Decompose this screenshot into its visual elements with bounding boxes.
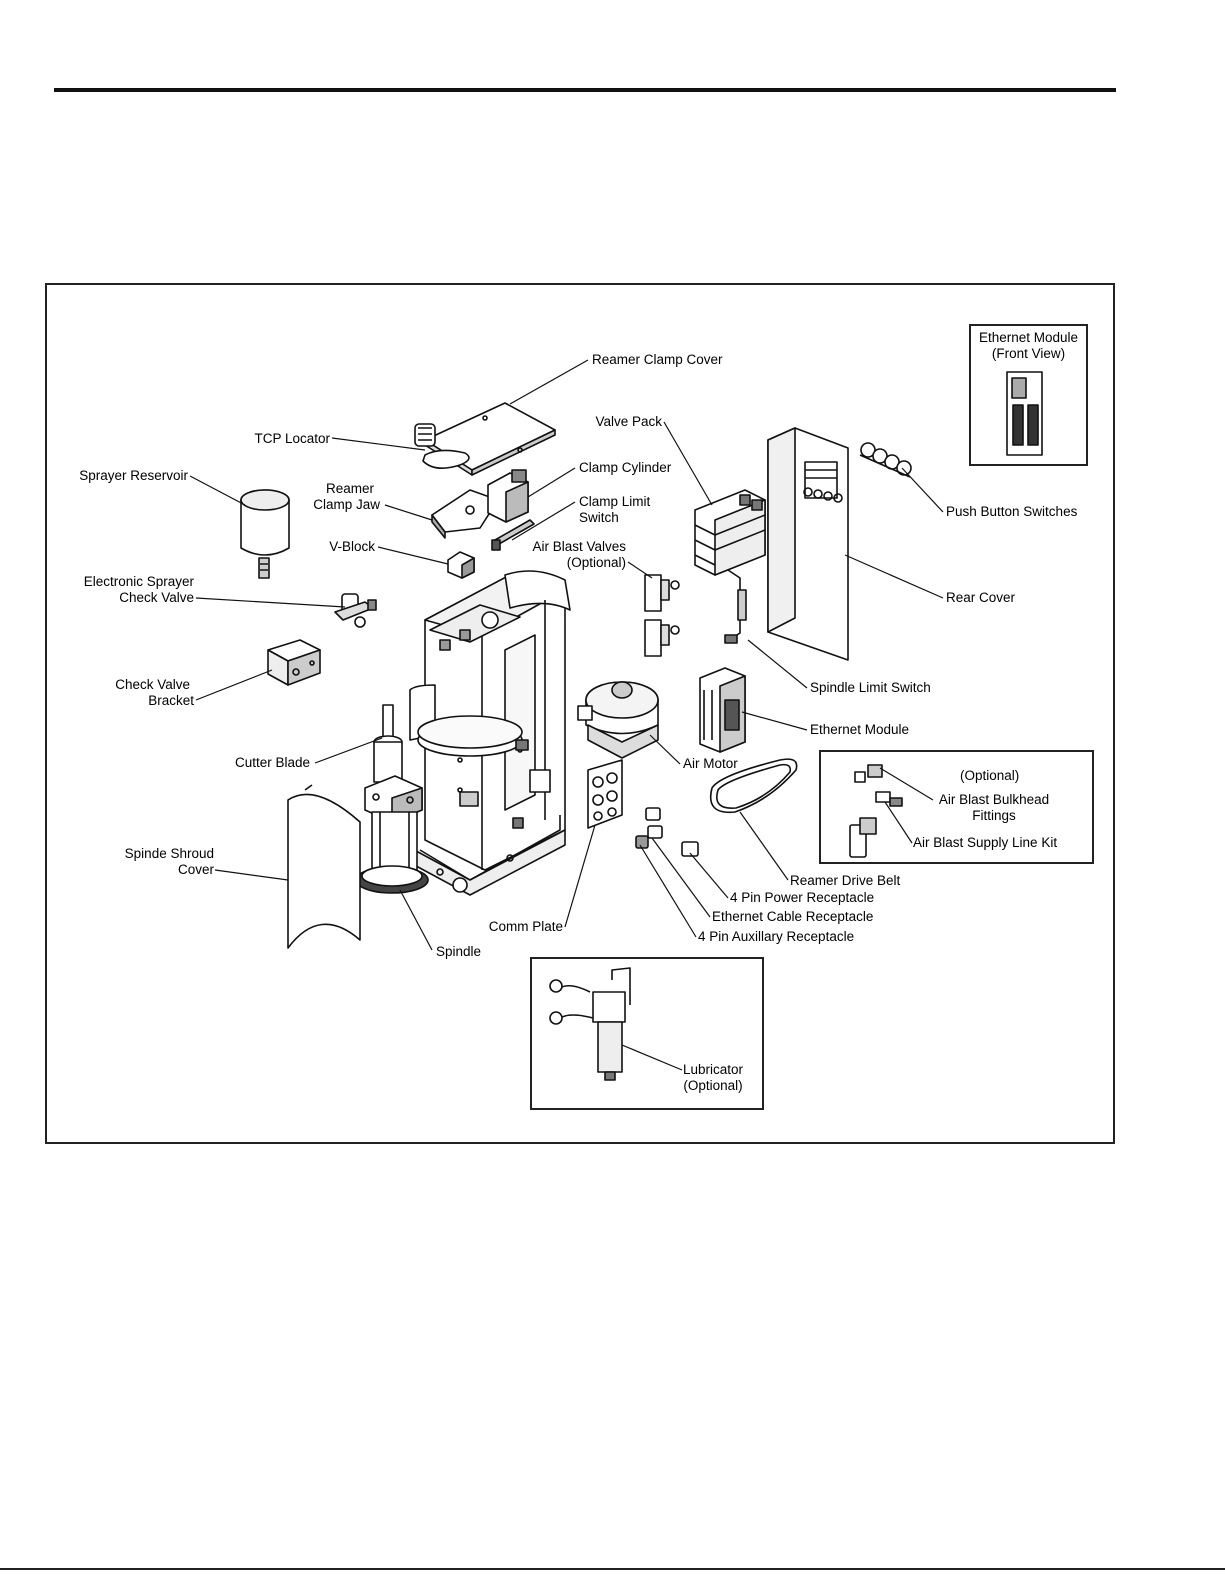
label-ethernet-cable-receptacle: Ethernet Cable Receptacle [712, 909, 874, 924]
spindle-limit-switch-part [724, 569, 747, 644]
label-v-block: V-Block [329, 539, 375, 554]
label-rear-cover: Rear Cover [946, 590, 1016, 605]
receptacles-part [635, 807, 699, 857]
lubricator-part [549, 967, 631, 1081]
label-4-pin-power-receptacle: 4 Pin Power Receptacle [730, 890, 875, 905]
clamp-cylinder-part [487, 469, 529, 523]
valve-pack-part [694, 489, 766, 576]
tcp-locator-part [414, 423, 470, 469]
sprayer-reservoir-part [240, 489, 290, 579]
ethernet-front-view-part [1006, 371, 1043, 456]
push-button-switches-part [859, 442, 912, 478]
diagram-frame [45, 283, 1115, 1144]
check-valve-bracket-part [267, 639, 321, 686]
air-blast-valves-part [644, 574, 680, 657]
ethernet-module-part [699, 667, 746, 753]
label-tcp-locator: TCP Locator [254, 431, 330, 446]
label-comm-plate: Comm Plate [488, 919, 563, 934]
label-spindle-shroud-cover: Spinde Shroud Cover [124, 846, 214, 877]
header-rule [54, 88, 1116, 92]
spindle-shroud-cover-part [287, 784, 361, 949]
label-air-blast-bulkhead-fittings: Air Blast Bulkhead Fittings [938, 792, 1050, 823]
leader-lines [189, 359, 944, 1071]
cutter-blade-part [373, 704, 403, 783]
label-cutter-blade: Cutter Blade [234, 755, 310, 770]
air-motor-part [577, 681, 659, 759]
label-air-blast-supply-line-kit: Air Blast Supply Line Kit [913, 835, 1058, 850]
label-4-pin-auxillary-receptacle: 4 Pin Auxillary Receptacle [698, 929, 855, 944]
clamp-limit-switch-part [491, 519, 535, 551]
reamer-drive-belt-part [710, 758, 798, 814]
label-valve-pack: Valve Pack [595, 414, 662, 429]
label-clamp-limit-switch: Clamp Limit Switch [579, 494, 651, 525]
ethernet-front-view-title: Ethernet Module (Front View) [978, 330, 1079, 361]
label-check-valve-bracket: Check Valve Bracket [115, 677, 194, 708]
spindle-part [355, 775, 429, 894]
label-lubricator: Lubricator (Optional) [682, 1062, 744, 1093]
label-spindle-limit-switch: Spindle Limit Switch [810, 680, 931, 695]
label-ethernet-module: Ethernet Module [810, 722, 910, 737]
label-reamer-drive-belt: Reamer Drive Belt [790, 873, 901, 888]
label-clamp-cylinder: Clamp Cylinder [579, 460, 672, 475]
label-air-blast-valves: Air Blast Valves (Optional) [532, 539, 626, 570]
label-reamer-clamp-cover: Reamer Clamp Cover [592, 352, 723, 367]
label-push-button-switches: Push Button Switches [946, 504, 1078, 519]
reamer-frame-part [404, 570, 571, 896]
optional-fittings-title: (Optional) [960, 768, 1020, 783]
label-sprayer-reservoir: Sprayer Reservoir [79, 468, 188, 483]
v-block-part [447, 551, 475, 579]
optional-fittings-part [849, 764, 903, 858]
lubricator-inset [530, 957, 764, 1110]
label-reamer-clamp-jaw: Reamer Clamp Jaw [313, 481, 380, 512]
label-air-motor: Air Motor [683, 756, 738, 771]
footer-rule [0, 1568, 1225, 1570]
comm-plate-part [587, 759, 623, 829]
rear-cover-part [767, 427, 849, 661]
label-spindle: Spindle [436, 944, 482, 959]
label-electronic-sprayer-check-valve: Electronic Sprayer Check Valve [83, 574, 194, 605]
electronic-sprayer-check-valve-part [334, 593, 377, 628]
